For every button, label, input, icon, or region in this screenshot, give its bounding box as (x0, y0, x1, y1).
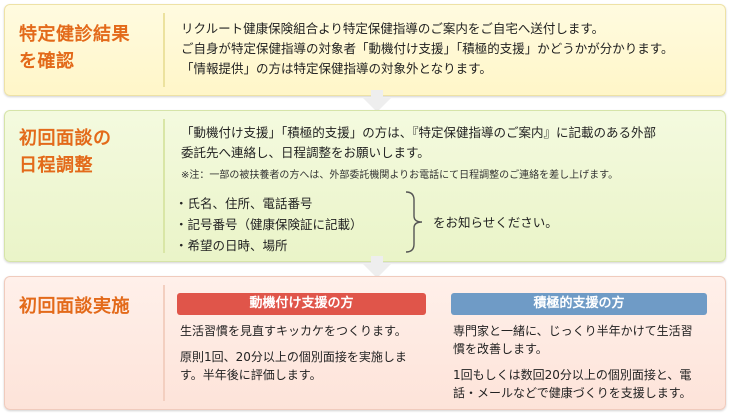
active-support-para-2: 1回もしくは数回20分以上の個別面接と、電 話・メールなどで健康づくりを支援しま… (453, 368, 692, 400)
step-1-body: リクルート健康保険組合より特定保健指導のご案内をご自宅へ送付します。 ご自身が特… (181, 19, 674, 79)
active-support-badge: 積極的支援の方 (451, 293, 707, 315)
motivational-support-text: 生活習慣を見直すキッカケをつくります。 原則1回、20分以上の個別面接を実施しま… (180, 322, 430, 384)
step-1-line-3: 「情報提供」の方は特定保健指導の対象外となります。 (181, 61, 492, 76)
step-1-line-1: リクルート健康保険組合より特定保健指導のご案内をご自宅へ送付します。 (181, 21, 605, 36)
step-3-divider (163, 285, 165, 401)
required-info-list: ・氏名、住所、電話番号 ・記号番号（健康保険証に記載） ・希望の日時、場所 (175, 193, 363, 256)
flow-arrow-2-icon (363, 264, 391, 278)
step-2-title: 初回面談の 日程調整 (19, 128, 112, 176)
flow-arrow-1-stem (371, 90, 383, 100)
step-2-line-2: 委託先へ連絡し、日程調整をお願いします。 (181, 145, 430, 160)
active-support-text: 専門家と一緒に、じっくり半年かけて生活習 慣を改善します。 1回もしくは数回20… (453, 322, 715, 402)
list-item-name-address-phone: ・氏名、住所、電話番号 (175, 196, 313, 211)
list-item-symbol-number: ・記号番号（健康保険証に記載） (175, 217, 363, 232)
motivational-support-para-2: 原則1回、20分以上の個別面接を実施しま す。半年後に評価します。 (180, 350, 407, 382)
step-1-panel: 特定健診結果 を確認 リクルート健康保険組合より特定保健指導のご案内をご自宅へ送… (4, 4, 726, 96)
active-support-para-1: 専門家と一緒に、じっくり半年かけて生活習 慣を改善します。 (453, 324, 693, 356)
brace-icon (405, 191, 423, 253)
step-2-line-1: 「動機付け支援」「積極的支援」の方は、『特定保健指導のご案内』に記載のある外部 (181, 125, 657, 140)
step-1-divider (163, 13, 165, 87)
flow-arrow-2-stem (371, 256, 383, 266)
step-2-body: 「動機付け支援」「積極的支援」の方は、『特定保健指導のご案内』に記載のある外部 … (181, 123, 656, 185)
motivational-support-para-1: 生活習慣を見直すキッカケをつくります。 (180, 324, 407, 338)
list-item-preferred-datetime: ・希望の日時、場所 (175, 238, 288, 253)
list-suffix: をお知らせください。 (433, 215, 558, 230)
flow-arrow-1-icon (363, 98, 391, 112)
step-2-note: ※注：一部の被扶養者の方へは、外部委託機関よりお電話にて日程調整のご連絡を差し上… (181, 170, 619, 181)
step-1-line-2: ご自身が特定保健指導の対象者「動機付け支援」「積極的支援」かどうかが分かります。 (181, 41, 674, 56)
step-2-divider (163, 119, 165, 253)
motivational-support-badge: 動機付け支援の方 (177, 293, 426, 315)
step-3-title: 初回面談実施 (19, 296, 130, 317)
step-1-title: 特定健診結果 を確認 (19, 24, 130, 72)
step-2-panel: 初回面談の 日程調整 「動機付け支援」「積極的支援」の方は、『特定保健指導のご案… (4, 110, 726, 262)
